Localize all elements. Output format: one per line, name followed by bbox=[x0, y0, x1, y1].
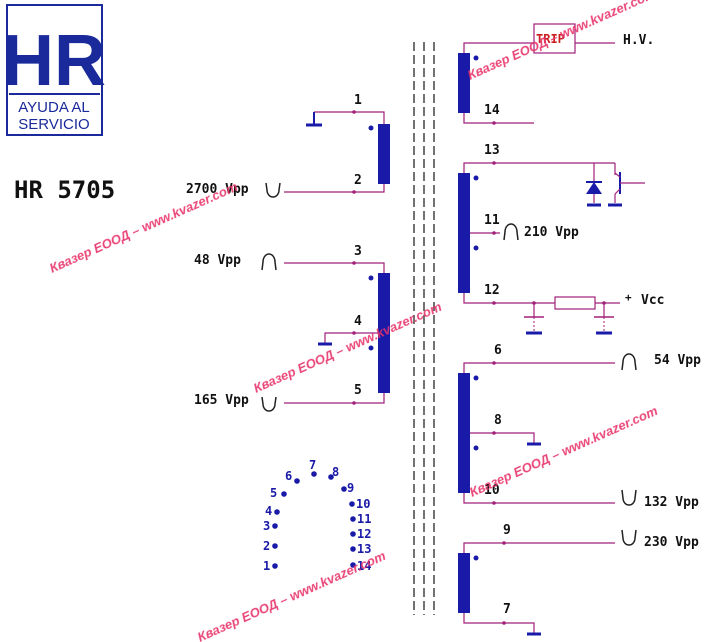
pin-5: 5 bbox=[354, 383, 362, 398]
watermark-5: Квазер ЕООД – www.kvazer.com bbox=[195, 548, 388, 642]
pin-13: 13 bbox=[484, 143, 500, 158]
voltage-pin-9: 230 Vpp bbox=[644, 535, 699, 550]
pinout-14: 14 bbox=[357, 559, 371, 573]
voltage-pin-5: 165 Vpp bbox=[194, 393, 249, 408]
pin-3: 3 bbox=[354, 244, 362, 259]
pin-1: 1 bbox=[354, 93, 362, 108]
winding-6-8-10 bbox=[458, 353, 637, 506]
vcc-label: Vcc bbox=[641, 293, 664, 308]
pinout-7: 7 bbox=[309, 458, 316, 472]
logo-line1: AYUDA AL bbox=[18, 99, 89, 116]
model-title: HR 5705 bbox=[14, 176, 115, 204]
pin-14: 14 bbox=[484, 103, 500, 118]
pinout-3: 3 bbox=[263, 519, 270, 533]
trip-label: TRIP bbox=[536, 32, 565, 46]
pinout-5: 5 bbox=[270, 486, 277, 500]
voltage-labels: 2700 Vpp 48 Vpp 165 Vpp 210 Vpp 54 Vpp 1… bbox=[186, 33, 701, 550]
trip-box bbox=[533, 23, 576, 54]
pinout-6: 6 bbox=[285, 469, 292, 483]
pin-8: 8 bbox=[494, 413, 502, 428]
pinout-2: 2 bbox=[263, 539, 270, 553]
winding-1-2 bbox=[265, 110, 390, 198]
voltage-pin-11: 210 Vpp bbox=[524, 225, 579, 240]
watermark-3: Квазер ЕООД – www.kvazer.com bbox=[251, 299, 444, 396]
pin-9: 9 bbox=[503, 523, 511, 538]
pinout-8: 8 bbox=[332, 465, 339, 479]
pin-7: 7 bbox=[503, 602, 511, 617]
voltage-pin-6: 54 Vpp bbox=[654, 353, 701, 368]
voltage-pin-3: 48 Vpp bbox=[194, 253, 241, 268]
logo: HR AYUDA AL SERVICIO bbox=[2, 4, 106, 136]
pin-6: 6 bbox=[494, 343, 502, 358]
pin-4: 4 bbox=[354, 314, 362, 329]
pinout-4: 4 bbox=[265, 504, 272, 518]
voltage-pin-2: 2700 Vpp bbox=[186, 182, 249, 197]
winding-13-11-12 bbox=[458, 161, 645, 335]
logo-line2: SERVICIO bbox=[18, 116, 89, 133]
pin-12: 12 bbox=[484, 283, 500, 298]
pin-2: 2 bbox=[354, 173, 362, 188]
pinout-11: 11 bbox=[357, 512, 371, 526]
plus-sign: + bbox=[625, 291, 632, 304]
logo-letters: HR bbox=[2, 21, 106, 101]
winding-9-7 bbox=[458, 529, 637, 636]
winding-3-4-5 bbox=[261, 253, 390, 412]
transformer-core bbox=[413, 42, 435, 615]
pin-10: 10 bbox=[484, 483, 500, 498]
pinout-12: 12 bbox=[357, 527, 371, 541]
pinout-9: 9 bbox=[347, 481, 354, 495]
pinout-13: 13 bbox=[357, 542, 371, 556]
pin-labels: 1 2 3 4 5 14 13 11 12 6 8 10 9 7 bbox=[354, 93, 511, 617]
winding-hv-14 bbox=[458, 23, 615, 125]
voltage-pin-10: 132 Vpp bbox=[644, 495, 699, 510]
pinout-diagram: 1 2 3 4 5 6 7 8 9 10 11 12 13 14 bbox=[263, 458, 371, 573]
pinout-10: 10 bbox=[356, 497, 370, 511]
pinout-1: 1 bbox=[263, 559, 270, 573]
pin-11: 11 bbox=[484, 213, 500, 228]
hv-label: H.V. bbox=[623, 33, 654, 48]
